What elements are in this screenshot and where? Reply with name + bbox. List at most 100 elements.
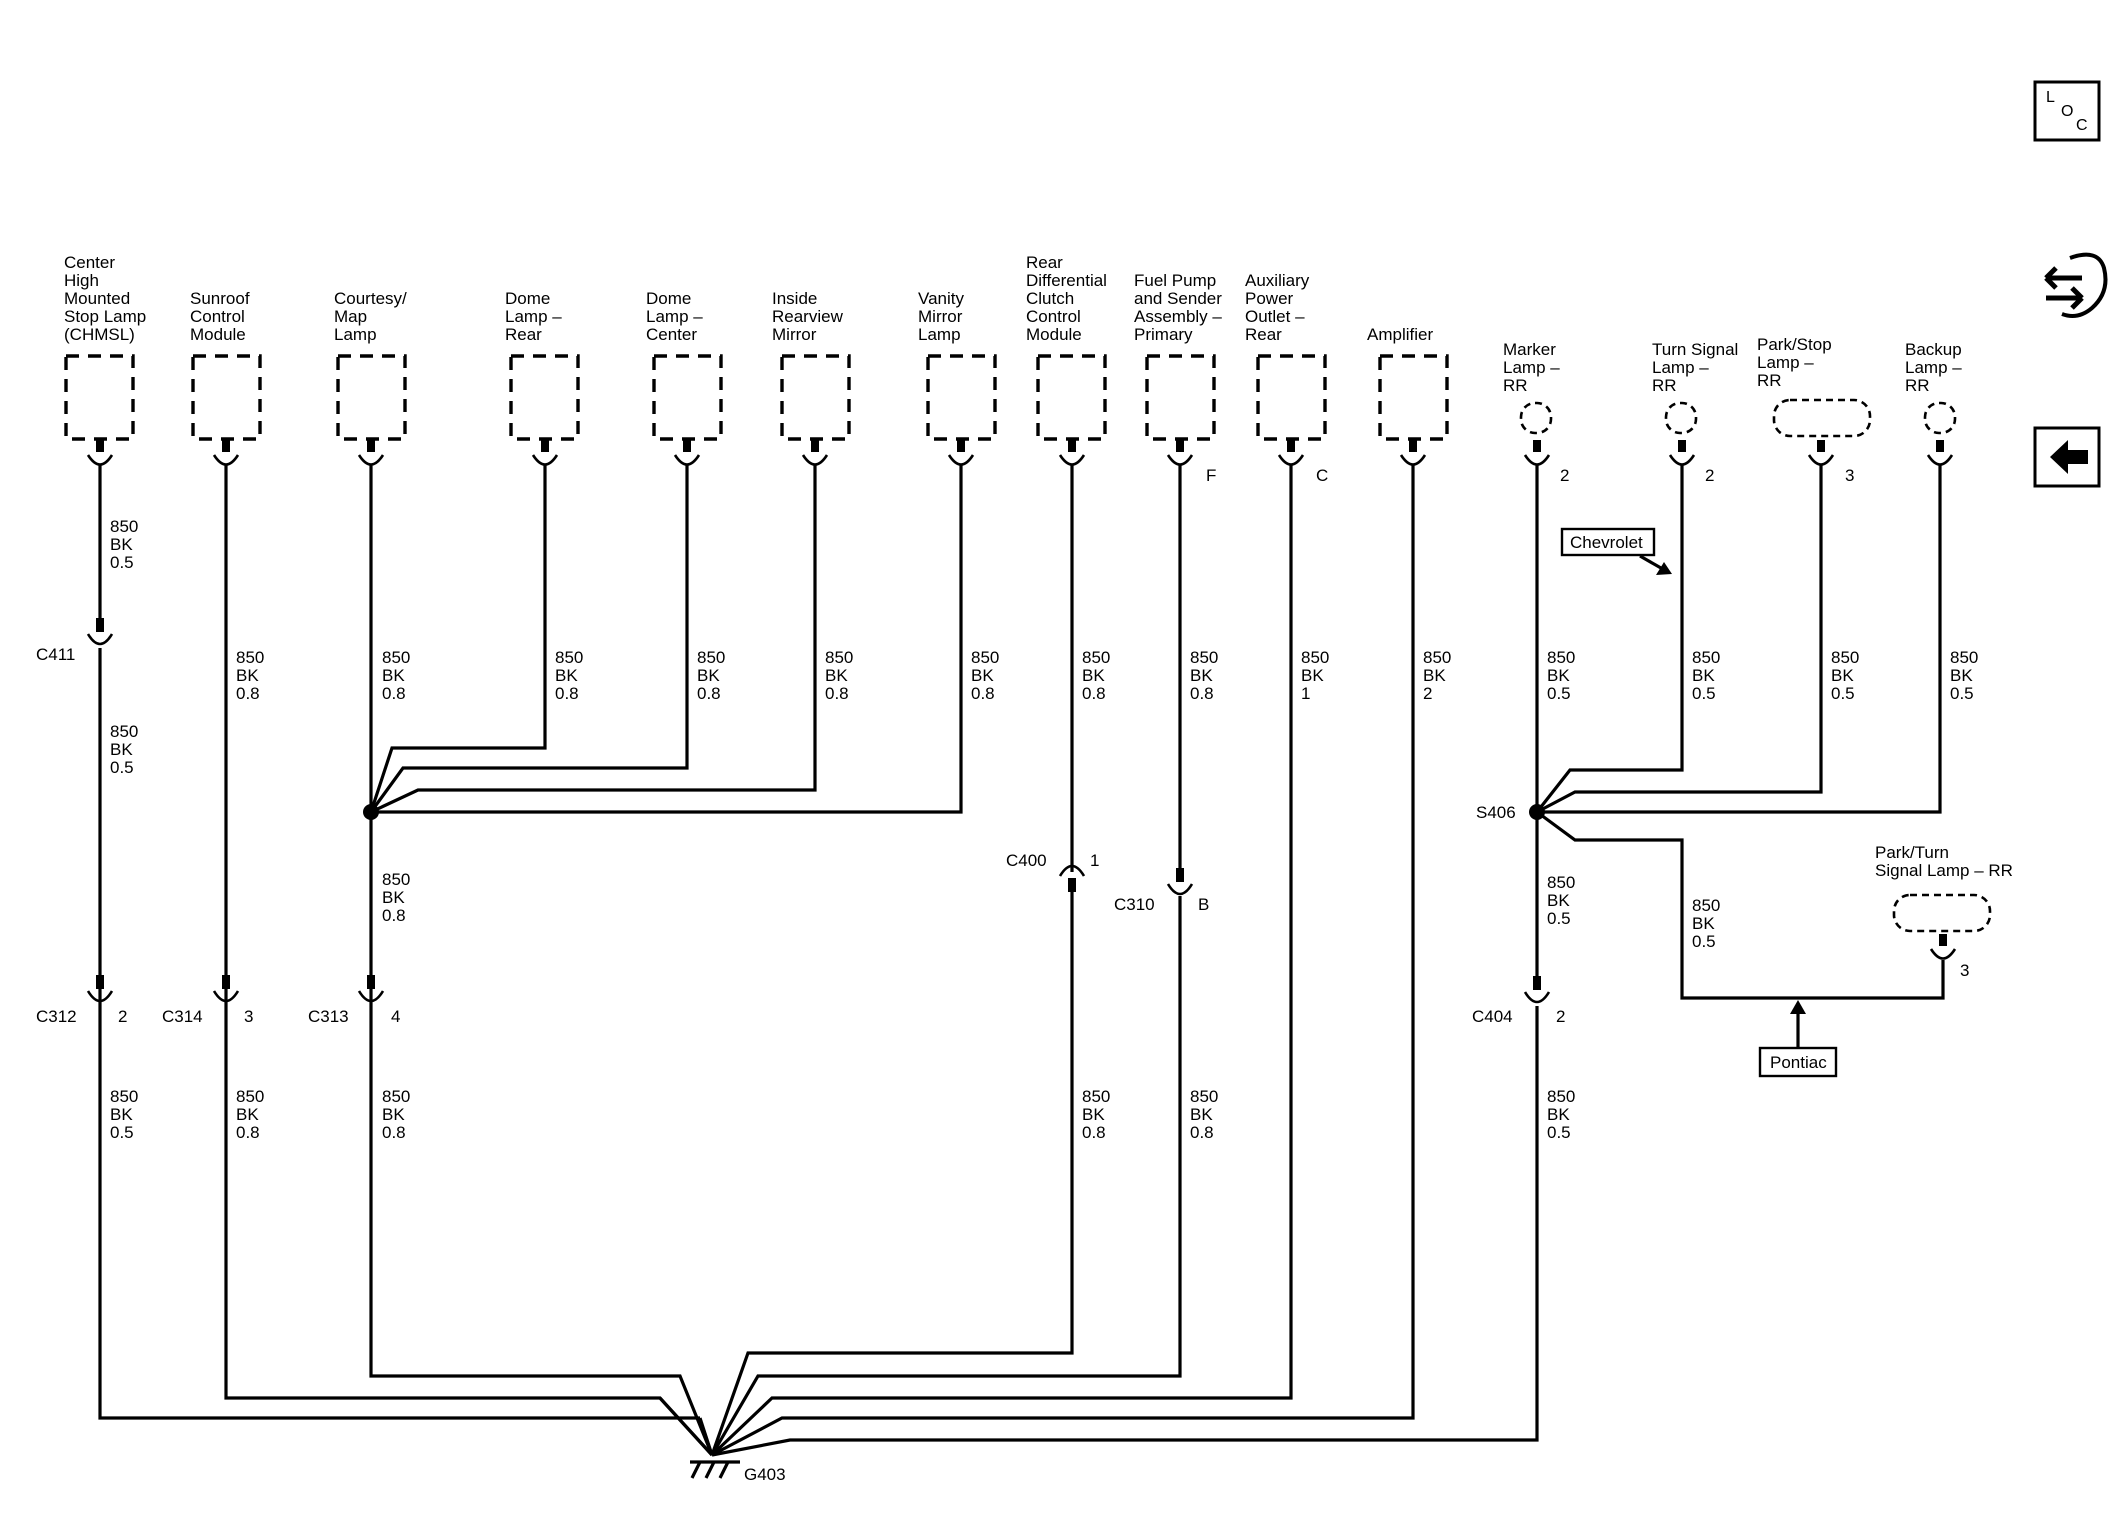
pin-label-turn: 2 <box>1705 466 1714 485</box>
component-terminals <box>86 440 1957 960</box>
component-label-dome-center: Dome Lamp – Center <box>646 289 707 344</box>
terminal-parkturn <box>1929 934 1957 960</box>
wire-parkstop <box>1536 465 1823 814</box>
nav-harness-button[interactable] <box>2044 252 2108 318</box>
wire-vanity <box>371 465 963 814</box>
ground-g403-symbol <box>690 1460 740 1479</box>
wires <box>98 465 1945 1457</box>
pin-label-parkstop: 3 <box>1845 466 1854 485</box>
component-label-amp: Amplifier <box>1367 325 1433 344</box>
component-box-mirror <box>780 354 851 441</box>
pin-label-parkturn: 3 <box>1960 961 1969 980</box>
wire-backup <box>1537 465 1942 814</box>
wire-aux <box>710 465 1293 1457</box>
terminal-dome-center <box>673 440 701 466</box>
connector-c310 <box>1166 868 1194 896</box>
loc-icon: L O C <box>2046 89 2088 134</box>
terminal-parkstop <box>1807 440 1835 466</box>
terminal-vanity <box>947 440 975 466</box>
component-label-aux: Auxiliary Power Outlet – Rear <box>1245 271 1314 344</box>
component-label-vanity: Vanity Mirror Lamp <box>918 289 969 344</box>
terminal-courtesy <box>357 440 385 466</box>
wire-marker-lower <box>711 1006 1539 1457</box>
wire-chmsl-lower <box>98 648 700 1420</box>
component-label-dome-rear: Dome Lamp – Rear <box>505 289 566 344</box>
connector-c400 <box>1058 864 1086 892</box>
connector-pin-c314: 3 <box>244 1007 253 1026</box>
connector-pin-c400: 1 <box>1090 851 1099 870</box>
harness-routing-icon <box>2044 252 2108 318</box>
connector-name-c310: C310 <box>1114 895 1155 914</box>
component-label-fuelpump: Fuel Pump and Sender Assembly – Primary <box>1134 271 1227 344</box>
terminal-dome-rear <box>531 440 559 466</box>
wire-amp <box>711 465 1415 1457</box>
component-label-parkstop: Park/Stop Lamp – RR <box>1757 335 1836 390</box>
terminal-aux <box>1277 440 1305 466</box>
connector-c411 <box>86 618 114 646</box>
component-label-turn: Turn Signal Lamp – RR <box>1652 340 1743 395</box>
pin-label-fuelpump: F <box>1206 466 1216 485</box>
terminal-chmsl <box>86 440 114 466</box>
nav-loc-button[interactable]: L O C <box>2033 80 2101 142</box>
component-box-amp <box>1378 354 1449 441</box>
component-label-marker: Marker Lamp – RR <box>1503 340 1564 395</box>
connector-c312 <box>86 975 114 1003</box>
wire-parkturn <box>1536 810 1945 1000</box>
terminal-turn <box>1668 440 1696 466</box>
connector-name-c400: C400 <box>1006 851 1047 870</box>
component-box-aux <box>1256 354 1327 441</box>
component-box-rdccm <box>1036 354 1107 441</box>
svg-text:O: O <box>2061 103 2073 120</box>
back-arrow-icon <box>2050 440 2088 474</box>
component-label-mirror: Inside Rearview Mirror <box>772 289 848 344</box>
terminal-rdccm <box>1058 440 1086 466</box>
connector-c314 <box>212 975 240 1003</box>
connector-pin-c313: 4 <box>391 1007 400 1026</box>
ground-label: G403 <box>744 1465 786 1484</box>
component-box-parkturn <box>1892 893 1992 933</box>
wire-dome-center <box>369 465 689 813</box>
wire-dome-rear <box>369 465 547 813</box>
wire-sunroof <box>224 465 714 1457</box>
wire-courtesy <box>369 465 714 1456</box>
terminal-backup <box>1926 440 1954 466</box>
svg-text:Pontiac: Pontiac <box>1770 1053 1827 1072</box>
component-label-backup: Backup Lamp – RR <box>1905 340 1966 395</box>
component-box-backup <box>1923 401 1957 435</box>
component-label-parkturn: Park/Turn Signal Lamp – RR <box>1875 843 2013 880</box>
connector-name-c312: C312 <box>36 1007 77 1026</box>
connector-pin-c310: B <box>1198 895 1209 914</box>
pin-label-marker: 2 <box>1560 466 1569 485</box>
connector-c313 <box>357 975 385 1003</box>
connector-name-c313: C313 <box>308 1007 349 1026</box>
wire-turn <box>1535 465 1684 813</box>
terminal-sunroof <box>212 440 240 466</box>
connector-name-c314: C314 <box>162 1007 203 1026</box>
wire-mirror <box>370 465 817 814</box>
nav-back-button[interactable] <box>2033 426 2101 488</box>
splice-s406 <box>1529 804 1545 820</box>
wire-fuel-lower <box>710 896 1182 1456</box>
component-box-vanity <box>926 354 997 441</box>
component-box-courtesy <box>336 354 407 441</box>
